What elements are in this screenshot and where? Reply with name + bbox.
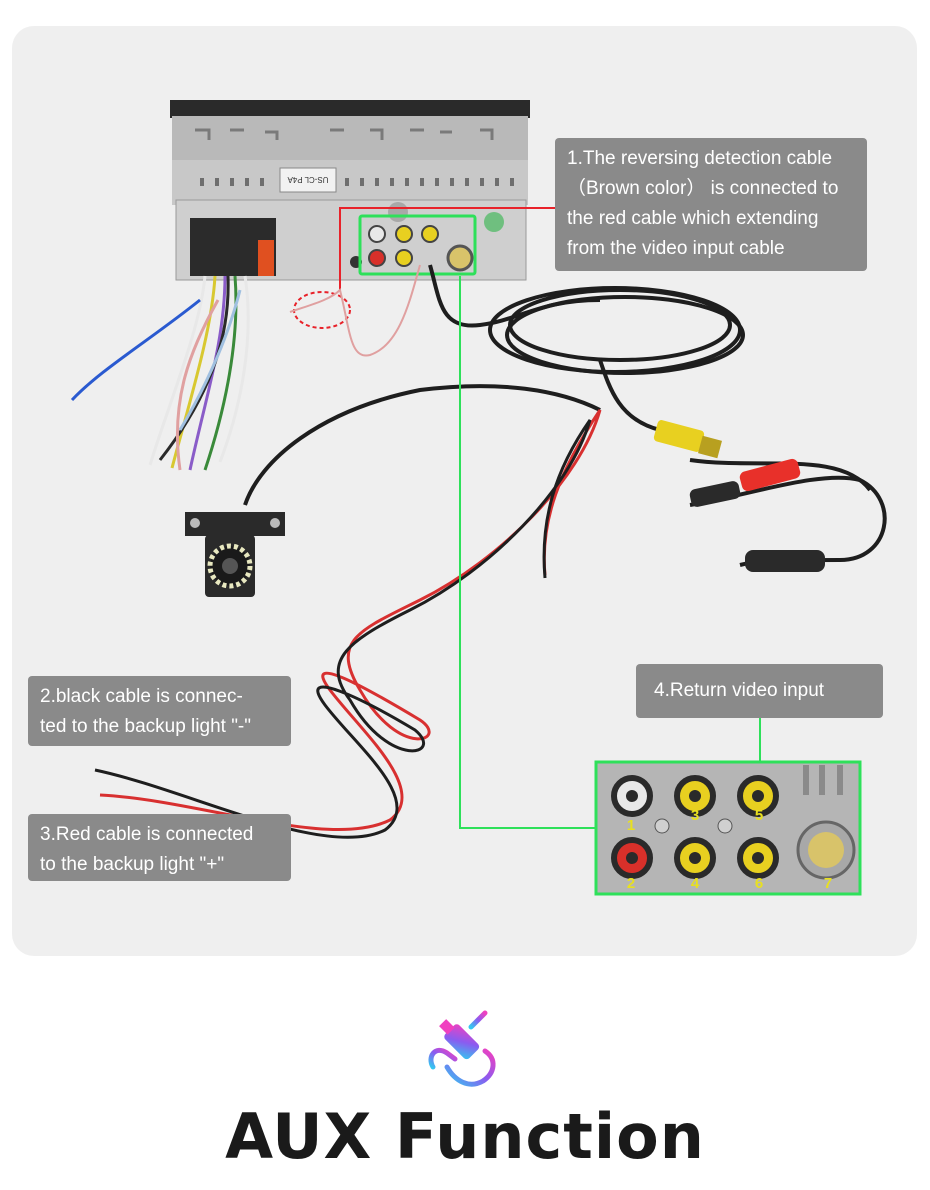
model-label: US-CL P4A: [287, 175, 329, 184]
page-title: AUX Function: [225, 1100, 705, 1173]
callout-1-line-4: from the video input cable: [567, 238, 785, 259]
port-1-label: 1: [627, 817, 635, 834]
video-cable: [243, 264, 887, 567]
callout-black-cable: 2.black cable is connec- ted to the back…: [28, 676, 291, 746]
port-2-label: 2: [627, 875, 635, 892]
callout-2-line-1: 2.black cable is connec-: [40, 686, 243, 707]
callout-2-line-2: ted to the backup light "-": [40, 716, 252, 737]
port-6-label: 6: [755, 875, 763, 892]
callout-return-video: 4.Return video input: [636, 664, 883, 718]
callout-4-line-1: 4.Return video input: [654, 680, 825, 701]
aux-cable-icon: [428, 1010, 496, 1087]
callout-3-line-1: 3.Red cable is connected: [40, 824, 254, 845]
callout-1-line-1: 1.The reversing detection cable: [567, 148, 833, 169]
port-3-label: 3: [691, 807, 699, 824]
port-5-label: 5: [755, 807, 763, 824]
port-4-label: 4: [691, 875, 700, 892]
callout-red-cable: 3.Red cable is connected to the backup l…: [28, 814, 291, 881]
leader-reversing: [289, 207, 555, 357]
rca-plugs: [653, 420, 825, 572]
wiring-scene: US-CL P4A: [70, 100, 887, 896]
callout-1-line-3: the red cable which extending: [567, 208, 819, 229]
callout-reversing-detection: 1.The reversing detection cable （Brown c…: [555, 138, 867, 271]
port-closeup: 1 3 5 2 4 6 7: [594, 760, 862, 896]
backup-camera: [185, 512, 285, 597]
port-7-label: 7: [824, 875, 832, 892]
power-cable: [94, 409, 602, 839]
head-unit: US-CL P4A: [170, 100, 530, 281]
callout-3-line-2: to the backup light "+": [40, 854, 225, 875]
wire-harness: [70, 275, 250, 471]
callout-1-line-2: （Brown color） is connected to: [567, 178, 839, 199]
